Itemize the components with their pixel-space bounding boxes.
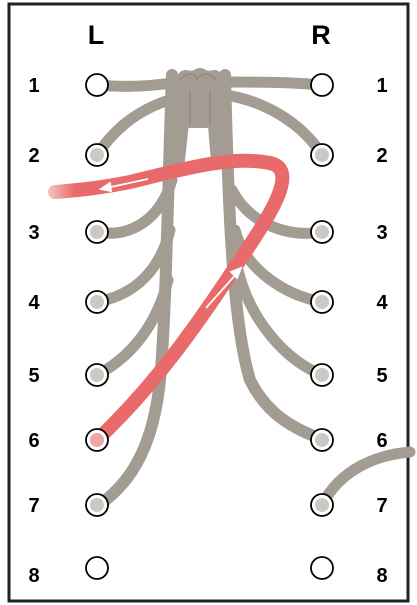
lace-segment-left-1 (91, 76, 184, 92)
eyelet-red-fill (90, 433, 104, 447)
row-label-right-5: 5 (376, 365, 387, 387)
direction-arrow-icon (98, 178, 243, 309)
lace-segment-left-5 (91, 274, 174, 381)
red-lace-path (48, 153, 290, 447)
lace-segment-right-4 (229, 224, 328, 308)
row-label-right-8: 8 (376, 565, 387, 587)
column-label-right: R (311, 20, 331, 50)
lace-segment-right-7 (316, 446, 416, 511)
row-label-left-3: 3 (28, 222, 39, 244)
row-label-right-6: 6 (376, 430, 387, 452)
knot-icon (170, 68, 230, 128)
eyelet-circle-icon (310, 556, 334, 580)
row-label-right-3: 3 (376, 222, 387, 244)
knot-detail (179, 73, 217, 125)
row-label-right-7: 7 (376, 495, 387, 517)
eyelet-circle-icon (85, 556, 109, 580)
arrow-left-line (105, 178, 149, 189)
lace-segment-right-5 (232, 264, 328, 381)
row-label-right-2: 2 (376, 145, 387, 167)
row-label-left-1: 1 (28, 75, 39, 97)
eyelet-lace-fill (90, 148, 329, 512)
lace-segment-left-4 (91, 224, 176, 308)
row-label-left-2: 2 (28, 145, 39, 167)
arrow-left-head (98, 181, 113, 193)
eyelet-circle-icon (310, 73, 334, 97)
row-label-left-7: 7 (28, 495, 39, 517)
row-label-right-4: 4 (376, 292, 388, 314)
row-label-left-5: 5 (28, 365, 39, 387)
eyelet-circle-icon (85, 73, 109, 97)
red-lace-fade (30, 170, 75, 210)
lace-segment-left-2 (91, 92, 182, 161)
row-label-right-1: 1 (376, 75, 387, 97)
row-label-left-8: 8 (28, 565, 39, 587)
row-label-left-4: 4 (28, 292, 40, 314)
lace-segment-right-2 (219, 89, 328, 161)
arrow-up-head (229, 266, 243, 280)
lace-segment-right-1 (219, 76, 328, 91)
red-lace (48, 153, 290, 447)
row-label-left-6: 6 (28, 430, 39, 452)
column-label-left: L (88, 20, 105, 50)
arrow-up-line (205, 271, 239, 309)
left-eyelets (85, 73, 109, 580)
